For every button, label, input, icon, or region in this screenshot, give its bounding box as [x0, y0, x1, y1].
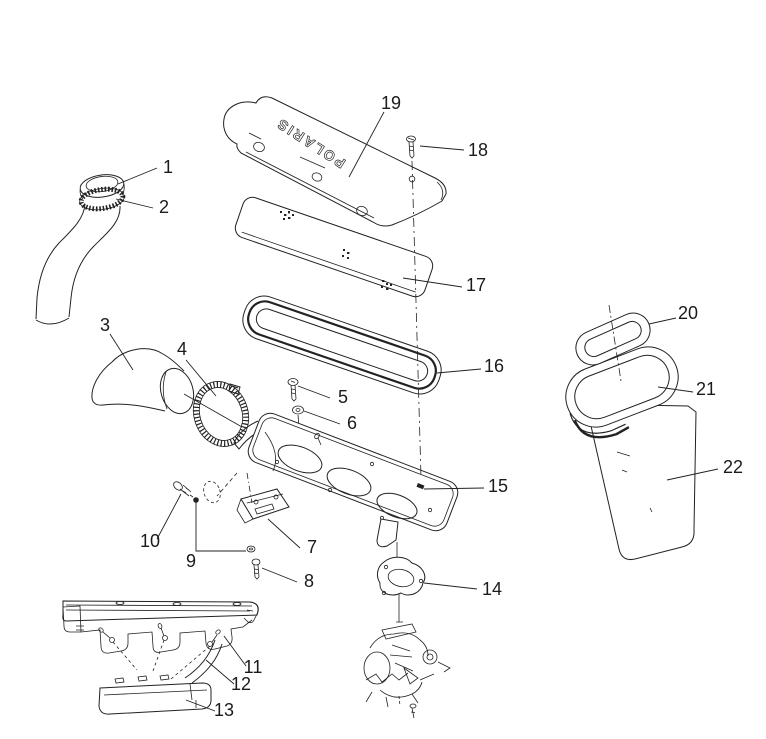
leader-5 — [297, 385, 331, 399]
leader-9 — [195, 502, 246, 552]
leader-1 — [117, 167, 158, 185]
part-collar-21 — [565, 346, 679, 439]
part-base-plate — [233, 412, 459, 548]
part-tube-12 — [184, 639, 223, 684]
callout-label-2: 2 — [159, 197, 169, 217]
leader-20 — [648, 317, 677, 325]
part-screw-5 — [287, 378, 299, 402]
leader-16 — [436, 368, 482, 374]
callout-labels: 1 2 3 4 5 6 7 8 9 10 11 12 13 14 15 16 1… — [100, 93, 743, 720]
callout-label-13: 13 — [214, 700, 234, 720]
part-seal-16 — [242, 295, 442, 395]
assembly-axis-line — [183, 393, 243, 428]
callout-label-4: 4 — [177, 339, 187, 359]
callout-label-1: 1 — [163, 157, 173, 177]
leader-21 — [657, 386, 694, 393]
part-ring-20 — [575, 312, 651, 366]
part-carburetor — [363, 623, 451, 719]
leader-18 — [419, 145, 465, 151]
leader-15 — [423, 487, 485, 490]
callout-label-20: 20 — [678, 303, 698, 323]
clamp-band — [78, 186, 126, 212]
callout-label-5: 5 — [338, 387, 348, 407]
part-screw-10 — [173, 481, 194, 498]
outlet-tab — [376, 518, 399, 548]
callout-label-6: 6 — [347, 413, 357, 433]
callout-label-3: 3 — [100, 315, 110, 335]
callout-label-18: 18 — [468, 140, 488, 160]
screw-hole — [408, 175, 416, 183]
leader-10 — [156, 493, 182, 540]
leader-2 — [115, 198, 154, 209]
callout-label-15: 15 — [488, 476, 508, 496]
part-elbow-hose — [91, 348, 243, 428]
part-plate-17 — [234, 196, 434, 298]
part-washer-9 — [246, 545, 256, 553]
leader-6 — [303, 410, 341, 425]
leader-13 — [185, 699, 216, 712]
callout-label-8: 8 — [304, 571, 314, 591]
part-flange-gasket — [376, 556, 426, 596]
centerline-right — [608, 304, 622, 382]
mating-port-dashed — [203, 480, 221, 504]
part-nut-9 — [193, 497, 199, 503]
part-screw-8 — [251, 558, 261, 580]
leader-17 — [402, 277, 463, 288]
plate-rivets — [274, 432, 433, 521]
callout-label-12: 12 — [231, 674, 251, 694]
part-hose-with-cap — [35, 174, 126, 325]
leader-12 — [205, 659, 235, 685]
callout-label-21: 21 — [696, 379, 716, 399]
callout-label-19: 19 — [381, 93, 401, 113]
callout-label-10: 10 — [140, 531, 160, 551]
part-bracket-7 — [236, 488, 290, 524]
leader-22 — [666, 468, 719, 481]
clamp-screw — [228, 383, 241, 395]
leader-11 — [223, 635, 247, 667]
leader-14 — [423, 582, 478, 590]
manifold-legs — [80, 619, 253, 654]
callout-label-16: 16 — [484, 356, 504, 376]
port-bolts — [98, 623, 221, 647]
leader-19 — [348, 111, 385, 178]
callout-label-9: 9 — [186, 551, 196, 571]
inlet-lip — [233, 420, 261, 450]
part-base-13 — [98, 674, 212, 715]
part-manifold-assembly — [62, 600, 259, 715]
callout-label-22: 22 — [723, 457, 743, 477]
callout-label-7: 7 — [307, 537, 317, 557]
leader-4 — [185, 359, 217, 397]
callout-label-11: 11 — [244, 657, 263, 677]
part-duct-22 — [585, 403, 697, 560]
leader-3 — [109, 333, 134, 371]
callout-label-17: 17 — [466, 275, 486, 295]
part-screw-18 — [406, 135, 416, 159]
leader-lines — [109, 111, 719, 712]
callout-label-14: 14 — [482, 579, 502, 599]
part-hose-clamp — [192, 381, 250, 447]
printed-label-speckles — [280, 211, 392, 290]
cap — [79, 174, 125, 198]
leader-7 — [267, 518, 301, 549]
leader-8 — [261, 567, 298, 583]
set-screw — [416, 483, 425, 490]
centerline-main — [411, 160, 422, 478]
